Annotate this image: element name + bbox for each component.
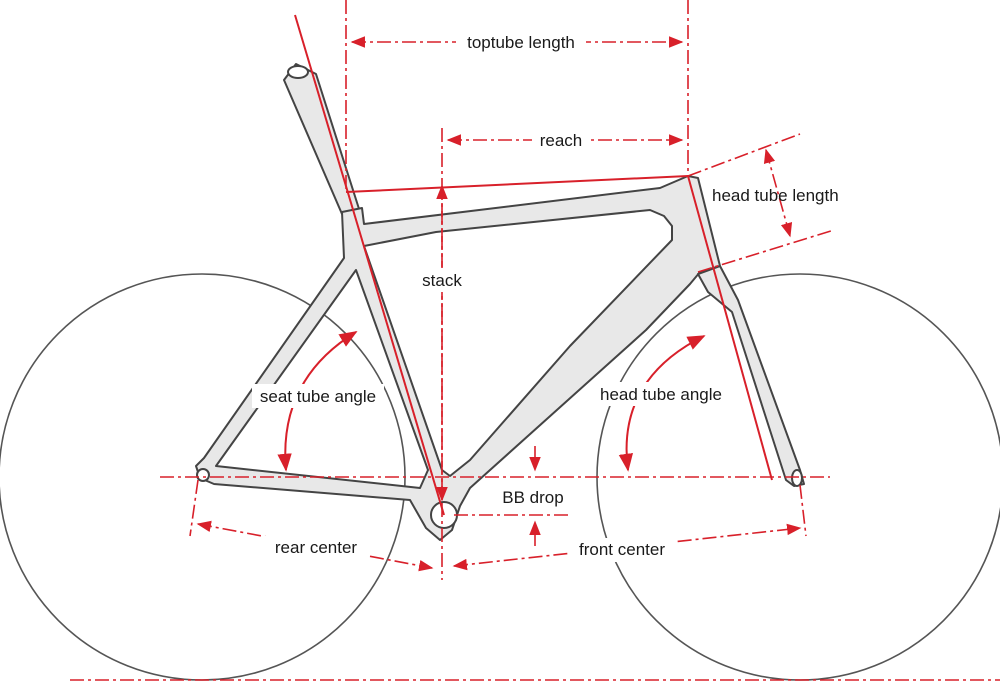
front-center-label: front center xyxy=(579,540,665,559)
seatpost-clamp xyxy=(287,65,309,79)
rear-center-ext xyxy=(189,479,199,537)
front-fork xyxy=(697,265,805,487)
front-dropout xyxy=(791,469,803,487)
head-tube-axis xyxy=(687,175,773,481)
rear-center-label: rear center xyxy=(275,538,358,557)
stack-top-line xyxy=(345,175,689,193)
seat-tube-axis xyxy=(294,14,445,516)
bike-frame xyxy=(195,175,721,541)
bb-drop-label: BB drop xyxy=(502,488,563,507)
rear-dropout xyxy=(196,468,210,482)
head-tube-length-arrow xyxy=(763,148,793,238)
head-top-ext xyxy=(687,133,801,177)
toptube-length-label: toptube length xyxy=(467,33,575,52)
head-bottom-ext xyxy=(697,229,835,273)
head-tube-angle-label: head tube angle xyxy=(600,385,722,404)
seat-tube-angle-label: seat tube angle xyxy=(260,387,376,406)
stack-label: stack xyxy=(422,271,462,290)
head-tube-length-label: head tube length xyxy=(712,186,839,205)
front-center-arrow xyxy=(452,523,802,571)
front-center-ext xyxy=(799,484,807,537)
reach-label: reach xyxy=(540,131,583,150)
